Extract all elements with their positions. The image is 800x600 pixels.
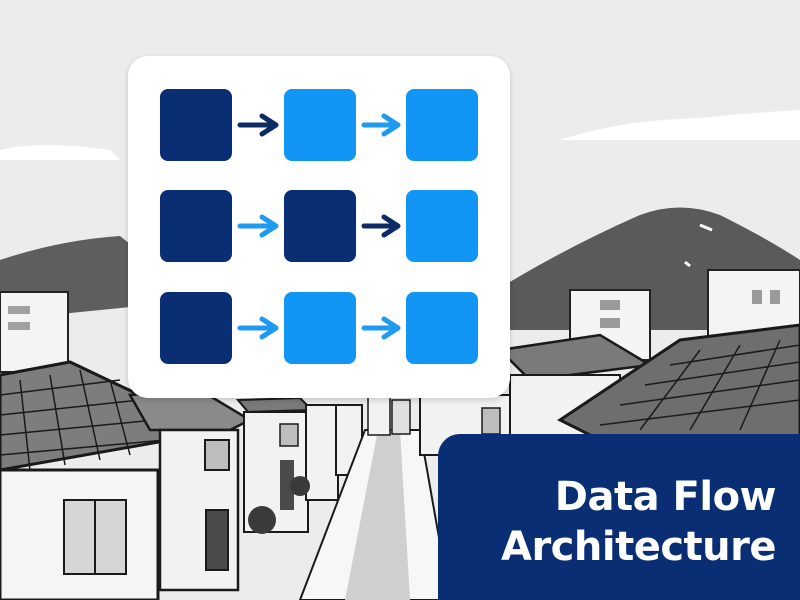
flow-node-r1-c1 xyxy=(160,89,232,161)
mountain-snow xyxy=(699,223,713,232)
title-line-1: Data Flow xyxy=(554,474,777,520)
street-center xyxy=(345,430,410,600)
bush-2 xyxy=(290,476,310,496)
flow-node-r3-c3 xyxy=(406,292,478,364)
flow-arrow-icon xyxy=(237,316,279,340)
data-flow-diagram xyxy=(160,89,478,364)
building-far-left xyxy=(0,291,69,373)
flow-node-r1-c3 xyxy=(406,89,478,161)
title-panel: Data Flow Architecture xyxy=(438,434,800,600)
flow-arrow-icon xyxy=(237,113,279,137)
flow-arrow-icon xyxy=(237,214,279,238)
title-line-2: Architecture xyxy=(501,524,777,570)
flow-node-r2-c2 xyxy=(284,190,356,262)
bush-1 xyxy=(248,506,276,534)
flow-node-r1-c2 xyxy=(284,89,356,161)
flow-arrow-icon xyxy=(361,113,401,137)
flow-arrow-icon xyxy=(361,214,401,238)
flow-node-r2-c1 xyxy=(160,190,232,262)
flow-node-r2-c3 xyxy=(406,190,478,262)
data-flow-diagram-card xyxy=(128,56,510,398)
cloud-left xyxy=(0,145,120,160)
flow-node-r3-c2 xyxy=(284,292,356,364)
flow-arrow-icon xyxy=(361,316,401,340)
cloud-right xyxy=(560,110,800,140)
flow-node-r3-c1 xyxy=(160,292,232,364)
